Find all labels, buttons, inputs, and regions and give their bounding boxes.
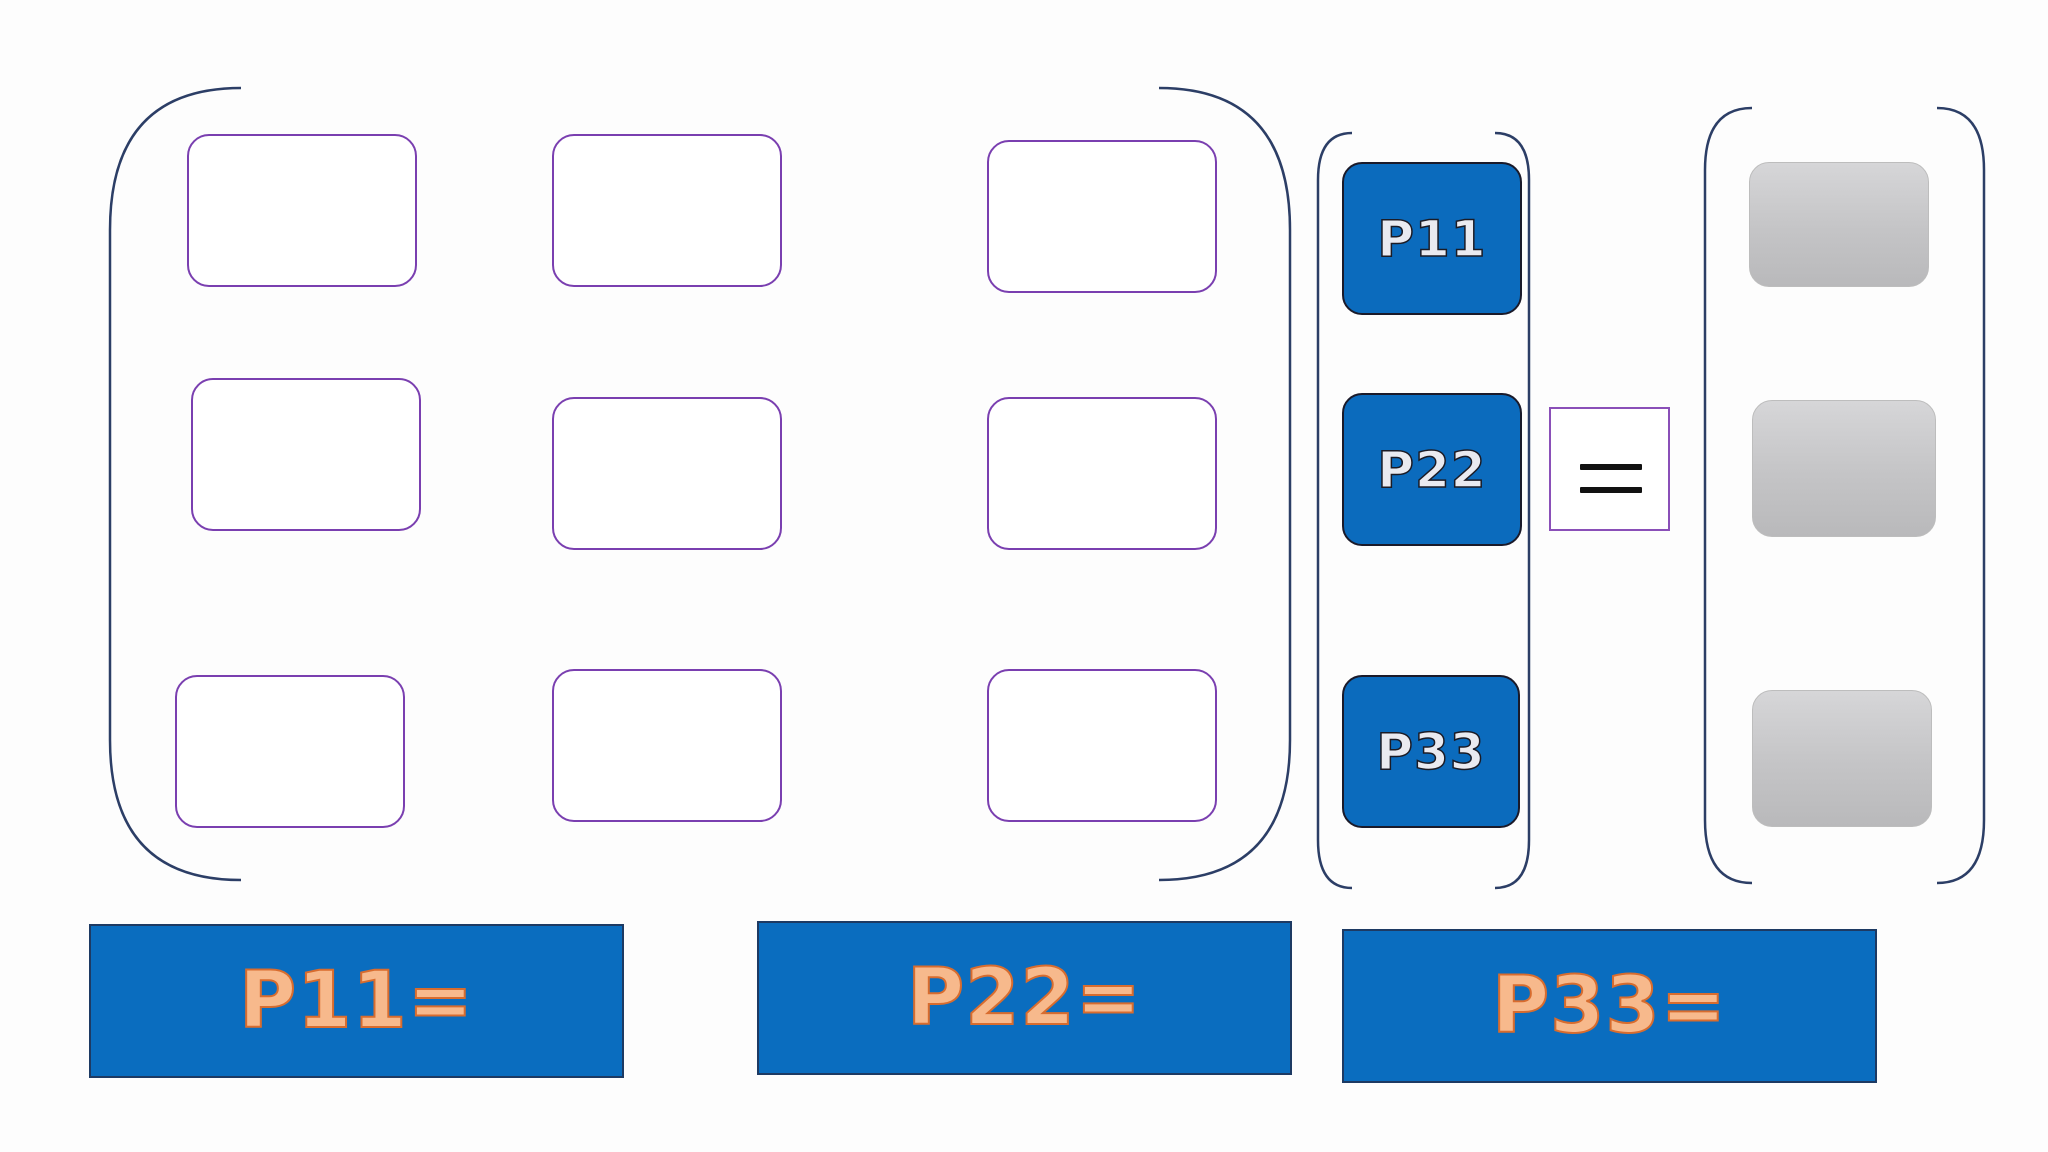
matrix-cell[interactable]	[987, 669, 1217, 822]
vector-cell-p33[interactable]: P33	[1342, 675, 1520, 828]
matrix-cell[interactable]	[552, 134, 782, 287]
matrix-left-paren	[108, 86, 242, 882]
result-cell[interactable]	[1752, 400, 1936, 537]
vector-cell-p11[interactable]: P11	[1342, 162, 1522, 315]
matrix-cell[interactable]	[552, 397, 782, 550]
result-right-paren	[1936, 106, 1986, 885]
label-p22: P22=	[757, 921, 1292, 1075]
equals-box: =	[1549, 407, 1670, 531]
matrix-cell[interactable]	[987, 397, 1217, 550]
vector-left-paren	[1316, 131, 1353, 890]
matrix-cell[interactable]	[191, 378, 421, 531]
result-cell[interactable]	[1752, 690, 1932, 827]
result-cell[interactable]	[1749, 162, 1929, 287]
matrix-cell[interactable]	[987, 140, 1217, 293]
matrix-right-paren	[1158, 86, 1292, 882]
result-left-paren	[1703, 106, 1753, 885]
label-p33: P33=	[1342, 929, 1877, 1083]
matrix-cell[interactable]	[552, 669, 782, 822]
equals-bar-top	[1580, 464, 1642, 470]
label-p11: P11=	[89, 924, 624, 1078]
equals-bar-bottom	[1580, 487, 1642, 493]
matrix-cell[interactable]	[175, 675, 405, 828]
vector-cell-p22[interactable]: P22	[1342, 393, 1522, 546]
matrix-cell[interactable]	[187, 134, 417, 287]
vector-right-paren	[1494, 131, 1531, 890]
